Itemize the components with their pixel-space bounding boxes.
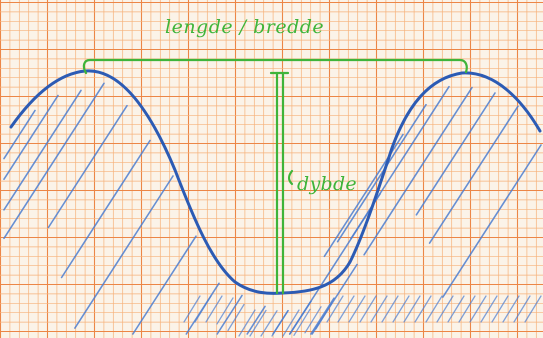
hatch-stroke-short	[381, 295, 399, 323]
hatch-stroke-short	[282, 309, 300, 337]
hatch-stroke	[310, 297, 335, 335]
hatch-stroke	[428, 105, 519, 244]
hatch-stroke-short	[315, 302, 333, 330]
depth-brace	[287, 169, 294, 186]
hatch-stroke-short	[326, 295, 344, 323]
terrain-hatching	[3, 82, 542, 337]
hatch-stroke-short	[447, 295, 465, 323]
hatch-stroke-short	[271, 310, 289, 337]
hatch-stroke	[246, 305, 266, 335]
hatch-stroke	[3, 94, 59, 180]
hatch-stroke-short	[293, 308, 311, 336]
hatch-stroke	[47, 104, 128, 229]
hatch-stroke-short	[183, 295, 201, 323]
hatch-stroke-short	[216, 297, 234, 325]
hatch-stroke	[216, 294, 243, 335]
hatch-stroke-short	[227, 303, 245, 332]
hatch-stroke-short	[304, 306, 322, 334]
hatch-stroke	[442, 144, 542, 298]
hatch-stroke-short	[205, 295, 223, 323]
width-bracket-line	[82, 58, 468, 75]
hatch-stroke-short	[348, 295, 366, 323]
hatch-stroke-short	[513, 295, 531, 323]
hatch-stroke-short	[194, 295, 212, 323]
hatch-stroke-short	[524, 295, 542, 323]
hatch-stroke	[3, 109, 36, 160]
hatch-stroke-short	[238, 309, 256, 337]
hatch-stroke	[74, 175, 174, 329]
width-bracket	[82, 58, 468, 75]
hatch-stroke	[415, 92, 496, 216]
hatch-stroke-short	[403, 295, 421, 323]
hatch-stroke-short	[502, 295, 520, 323]
hatch-stroke-short	[370, 295, 388, 323]
depth-label: dybde	[297, 173, 357, 195]
hatch-stroke-short	[480, 295, 498, 323]
hatch-stroke-short	[425, 295, 443, 323]
hatch-stroke	[3, 82, 105, 240]
depth-bracket	[269, 71, 294, 295]
width-label: lengde / bredde	[165, 16, 324, 38]
hatch-stroke-short	[458, 295, 476, 323]
hatch-stroke-short	[337, 295, 355, 323]
hatch-stroke	[363, 86, 473, 256]
hatch-stroke-short	[469, 295, 487, 323]
hatch-stroke-short	[414, 295, 432, 323]
hatch-stroke-short	[359, 295, 377, 323]
hatch-stroke-short	[392, 295, 410, 323]
hatch-stroke-short	[249, 309, 267, 337]
hatch-stroke	[350, 85, 450, 240]
hatch-stroke-short	[491, 295, 509, 323]
hatch-stroke	[60, 139, 151, 279]
hatch-stroke	[336, 103, 427, 243]
hatch-stroke	[3, 89, 82, 211]
hatch-stroke-short	[436, 295, 454, 323]
hatch-stroke-short	[260, 310, 278, 337]
hatch-stroke	[132, 235, 197, 335]
